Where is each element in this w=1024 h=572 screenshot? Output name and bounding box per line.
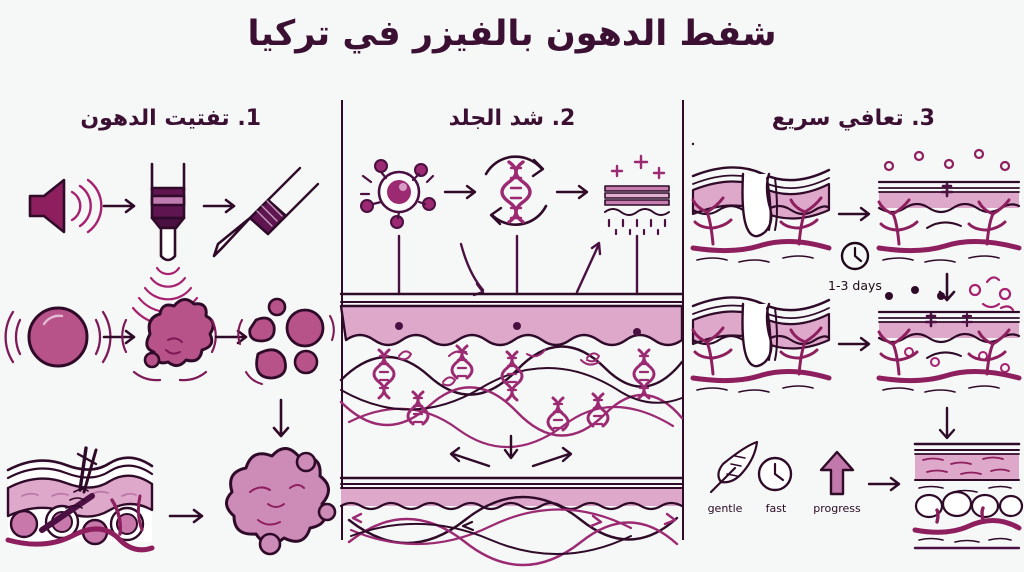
up-arrow-icon bbox=[819, 450, 854, 496]
arrow-right-icon bbox=[102, 329, 136, 345]
ultrasound-speaker-icon bbox=[28, 178, 103, 234]
connector-arrows bbox=[398, 234, 639, 297]
benefits-row-icon: gentle fast progress bbox=[707, 440, 861, 515]
column-2-illustrations bbox=[340, 144, 684, 567]
healing-skin-cells-icon bbox=[876, 272, 1022, 393]
benefit-label-fast: fast bbox=[765, 502, 786, 515]
cannula-icon bbox=[212, 166, 320, 258]
arrow-right-icon bbox=[214, 329, 248, 345]
skin-cross-section-cannula-icon bbox=[5, 446, 155, 553]
arrow-right-icon bbox=[102, 198, 136, 214]
feather-icon bbox=[709, 440, 758, 494]
arrow-down-icon bbox=[938, 406, 955, 440]
columns-container: 1. تفتيت الدهون bbox=[0, 92, 1024, 567]
arrow-right-icon bbox=[556, 184, 589, 200]
clock-icon bbox=[757, 456, 792, 492]
column-3-heading: 3. تعافي سريع bbox=[771, 106, 935, 131]
column-skin-tightening: 2. شد الجلد bbox=[340, 92, 684, 567]
column-fat-breakdown: 1. تفتيت الدهون bbox=[0, 92, 341, 556]
emulsified-fat-blob-icon bbox=[225, 447, 337, 556]
column-divider-1 bbox=[341, 100, 343, 540]
arrow-down-icon bbox=[272, 398, 290, 438]
healed-skin-fat-layer-icon bbox=[912, 442, 1023, 550]
arrow-right-icon bbox=[837, 336, 870, 352]
benefit-label-gentle: gentle bbox=[707, 502, 742, 515]
smooth-skin-sparkle-icon bbox=[604, 154, 671, 236]
column-1-illustrations bbox=[0, 144, 341, 556]
dermis-collagen-dna-icon bbox=[340, 292, 684, 449]
benefit-label-progress: progress bbox=[813, 502, 861, 515]
dna-renewal-cycle-icon bbox=[485, 155, 548, 226]
arrow-right-icon bbox=[168, 508, 204, 524]
page-title: شفط الدهون بالفيزر في تركيا bbox=[247, 14, 777, 54]
heat-stimulated-cell-icon bbox=[360, 159, 437, 229]
intact-fat-cell-icon bbox=[4, 306, 112, 368]
dna-fiber-icons bbox=[372, 344, 656, 432]
timeline-label: 1-3 days bbox=[828, 278, 882, 293]
column-3-illustrations: 1-3 days bbox=[683, 142, 1024, 550]
column-fast-recovery: 3. تعافي سريع bbox=[683, 92, 1024, 552]
arrow-right-icon bbox=[837, 206, 870, 222]
deforming-fat-cell-icon bbox=[121, 298, 217, 382]
healing-skin-particles-icon bbox=[691, 142, 1022, 263]
arrow-right-icon bbox=[202, 198, 236, 214]
column-1-heading: 1. تفتيت الدهون bbox=[80, 106, 261, 131]
arrow-right-icon bbox=[444, 184, 477, 200]
clock-icon bbox=[840, 241, 869, 271]
tightening-arrows bbox=[450, 434, 573, 468]
skin-follicle-vessels-icon bbox=[690, 296, 832, 393]
skin-follicle-vessels-icon bbox=[690, 166, 832, 263]
fragmented-fat-cells-icon bbox=[237, 297, 335, 386]
vaser-probe-icon bbox=[131, 162, 205, 326]
column-2-heading: 2. شد الجلد bbox=[448, 106, 576, 131]
tightened-skin-collagen-icon bbox=[340, 476, 684, 567]
arrow-right-icon bbox=[867, 476, 900, 492]
